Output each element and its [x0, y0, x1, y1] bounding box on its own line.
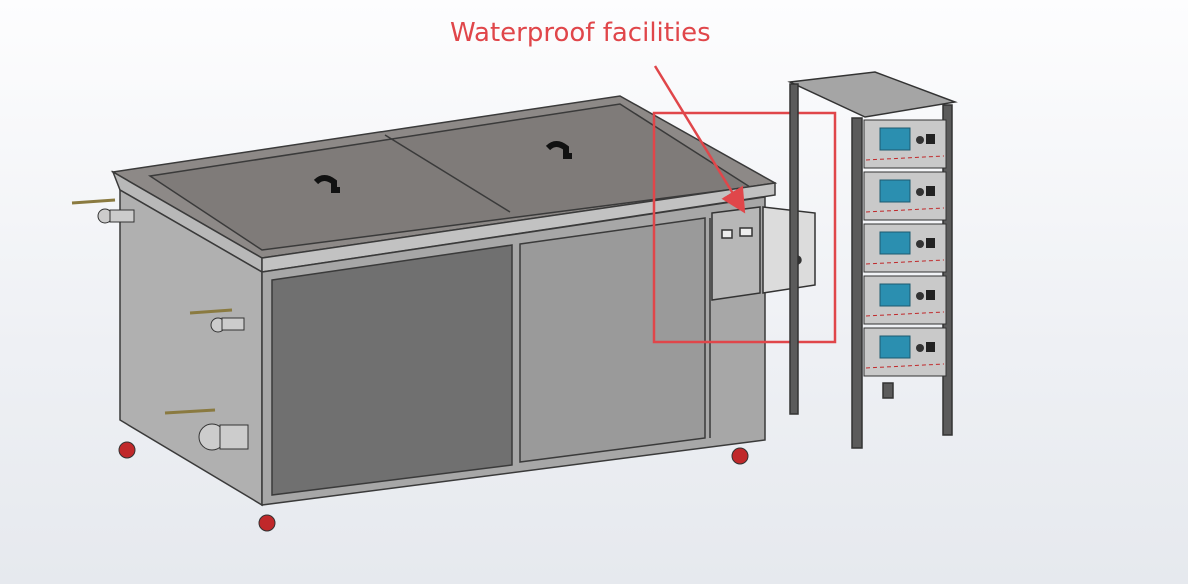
generator-stack	[863, 119, 947, 377]
lid-handle	[313, 175, 340, 193]
ultrasonic-generator	[863, 223, 947, 273]
ultrasonic-generator	[863, 171, 947, 221]
annotation-label: Waterproof facilities	[450, 18, 711, 48]
annotation-arrow	[653, 65, 746, 214]
drain-valves	[71, 198, 249, 451]
ultrasonic-generator	[863, 327, 947, 377]
casters	[118, 441, 749, 532]
ultrasonic-generator	[863, 119, 947, 169]
lid-handle	[545, 141, 572, 159]
waterproof-control-box	[711, 206, 816, 301]
highlight-box	[652, 111, 837, 344]
ultrasonic-generator	[863, 275, 947, 325]
